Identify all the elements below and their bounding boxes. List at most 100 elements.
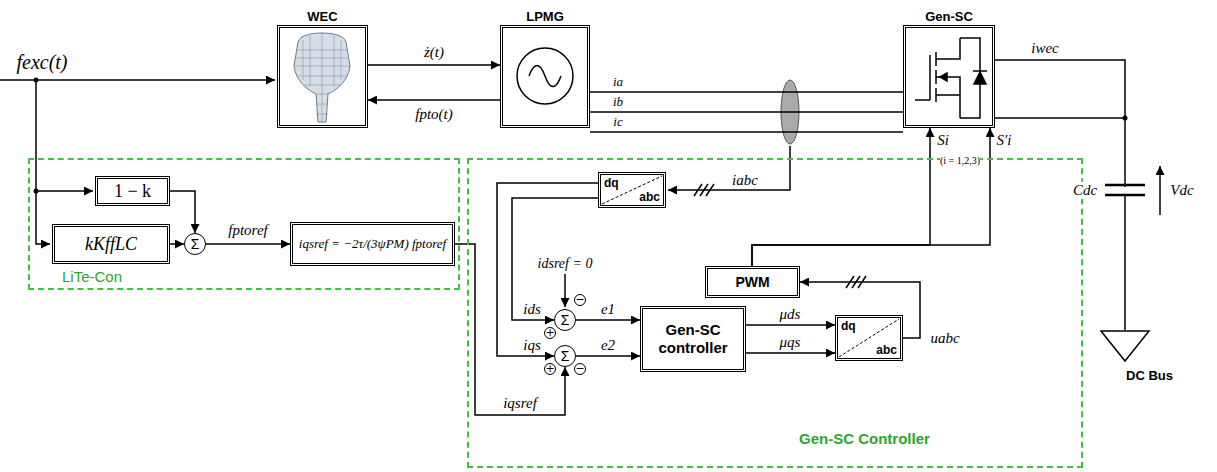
- pwm-box: PWM: [705, 266, 800, 298]
- park-transform-box: dq abc: [835, 315, 903, 361]
- junction-dot: [34, 78, 39, 83]
- signal-label: iqs: [523, 337, 541, 354]
- signal-label: e2: [601, 337, 615, 354]
- index-note: (i = 1,2,3): [940, 155, 980, 166]
- signal-label: Si: [937, 132, 949, 149]
- mosfet-symbol: [915, 38, 987, 118]
- signal-connector: [368, 64, 500, 66]
- block-heading: WEC: [280, 9, 365, 24]
- sign-symbol: −: [574, 363, 586, 375]
- gain-box: 1 − k: [95, 176, 170, 206]
- feedforward-box: kKffLC: [52, 224, 170, 264]
- signal-connector: [576, 319, 640, 321]
- signal-connector: [497, 183, 598, 356]
- gain-label: 1 − k: [114, 181, 151, 202]
- branch-wire: [36, 80, 50, 244]
- bus-triangle: [1100, 330, 1152, 364]
- signal-label: iwec: [1031, 40, 1059, 57]
- reference-label: idsref = 0: [538, 256, 593, 271]
- converter-box: Gen-SC: [903, 25, 995, 128]
- signal-label: ib: [613, 95, 623, 109]
- sign-symbol: −: [574, 294, 586, 306]
- signal-label: ia: [613, 75, 623, 89]
- sum-junction: Σ: [554, 309, 576, 331]
- feedback-wire: [668, 146, 790, 190]
- signal-label: fptoref: [228, 222, 267, 239]
- bus-triangle-outline: [1101, 331, 1149, 361]
- frame-label: abc: [639, 190, 660, 204]
- signal-label: e1: [601, 301, 615, 318]
- sign-symbol: +: [544, 363, 556, 375]
- current-controller-box: Gen-SC controller: [640, 306, 746, 372]
- frame-label: dq: [604, 176, 619, 190]
- signal-label: ids: [523, 301, 541, 318]
- input-signal-label: fexc(t): [16, 51, 67, 73]
- capacitor-symbol: [1105, 185, 1145, 195]
- transform-diagonal: [839, 319, 899, 357]
- frame-label: abc: [876, 343, 897, 357]
- signal-connector: [368, 99, 500, 101]
- equation: iqsref = −2τ/(3ψPM) fptoref: [299, 237, 446, 252]
- signal-label: fpto(t): [415, 106, 453, 123]
- signal-label: ż(t): [424, 44, 444, 61]
- controller-region: dqabcΣΣGen-SC controllerdqabcPWMGen-SC C…: [467, 158, 1083, 468]
- voltage-label: Vdc: [1170, 182, 1193, 199]
- park-transform-box: dq abc: [598, 172, 666, 208]
- region-label: Gen-SC Controller: [799, 430, 930, 447]
- signal-label: ic: [613, 115, 622, 129]
- signal-label: μds: [780, 306, 801, 323]
- frame-label: dq: [841, 319, 856, 333]
- signal-connector: [752, 128, 990, 266]
- transform-diagonal: [602, 176, 662, 204]
- region-label: LiTe-Con: [62, 268, 122, 285]
- signal-label: uabc: [930, 330, 959, 347]
- box-label: Gen-SC controller: [647, 321, 739, 357]
- input-wire: [0, 79, 275, 81]
- sign-symbol: +: [544, 327, 556, 339]
- signal-connector: [746, 352, 835, 354]
- reference-wire: [564, 274, 566, 307]
- sum-symbol: Σ: [191, 237, 200, 251]
- bus-slash: [694, 184, 714, 196]
- junction-dot: [34, 189, 39, 194]
- sum-symbol: Σ: [561, 349, 570, 363]
- signal-connector: [206, 243, 290, 245]
- buoy-mesh: [294, 32, 350, 122]
- bus-label: DC Bus: [1126, 368, 1173, 383]
- signal-connector: [170, 243, 184, 245]
- signal-label: iabc: [732, 172, 758, 189]
- block-heading: LPMG: [503, 9, 587, 24]
- box-label: PWM: [735, 274, 769, 290]
- voltage-arrow: [1159, 166, 1161, 215]
- generator-symbol: [517, 48, 573, 104]
- signal-label: iqsref: [503, 395, 537, 412]
- signal-connector: [746, 324, 835, 326]
- block-heading: Gen-SC: [906, 9, 992, 24]
- dc-bus-symbol: DC Bus: [1100, 330, 1200, 392]
- sum-junction: Σ: [184, 233, 206, 255]
- dc-wire: [995, 117, 1125, 119]
- signal-connector: [576, 355, 640, 357]
- capacitor-gap: [1110, 187, 1140, 194]
- signal-connector: [512, 198, 598, 320]
- signal-connector: [590, 131, 903, 133]
- branch-wire: [36, 190, 93, 192]
- signal-label: S′i: [997, 132, 1012, 149]
- wec-box: WEC: [277, 25, 368, 128]
- sum-symbol: Σ: [561, 313, 570, 327]
- generator-box: LPMG: [500, 25, 590, 128]
- signal-connector: [590, 91, 903, 93]
- signal-connector: [590, 111, 903, 113]
- sum-junction: Σ: [554, 345, 576, 367]
- buoy-hull: [294, 33, 350, 122]
- signal-label: μqs: [780, 334, 801, 351]
- capacitor-label: Cdc: [1073, 182, 1097, 199]
- current-reference-box: iqsref = −2τ/(3ψPM) fptoref: [290, 222, 455, 266]
- signal-connector: [170, 191, 195, 233]
- gain-label: kKffLC: [85, 234, 137, 255]
